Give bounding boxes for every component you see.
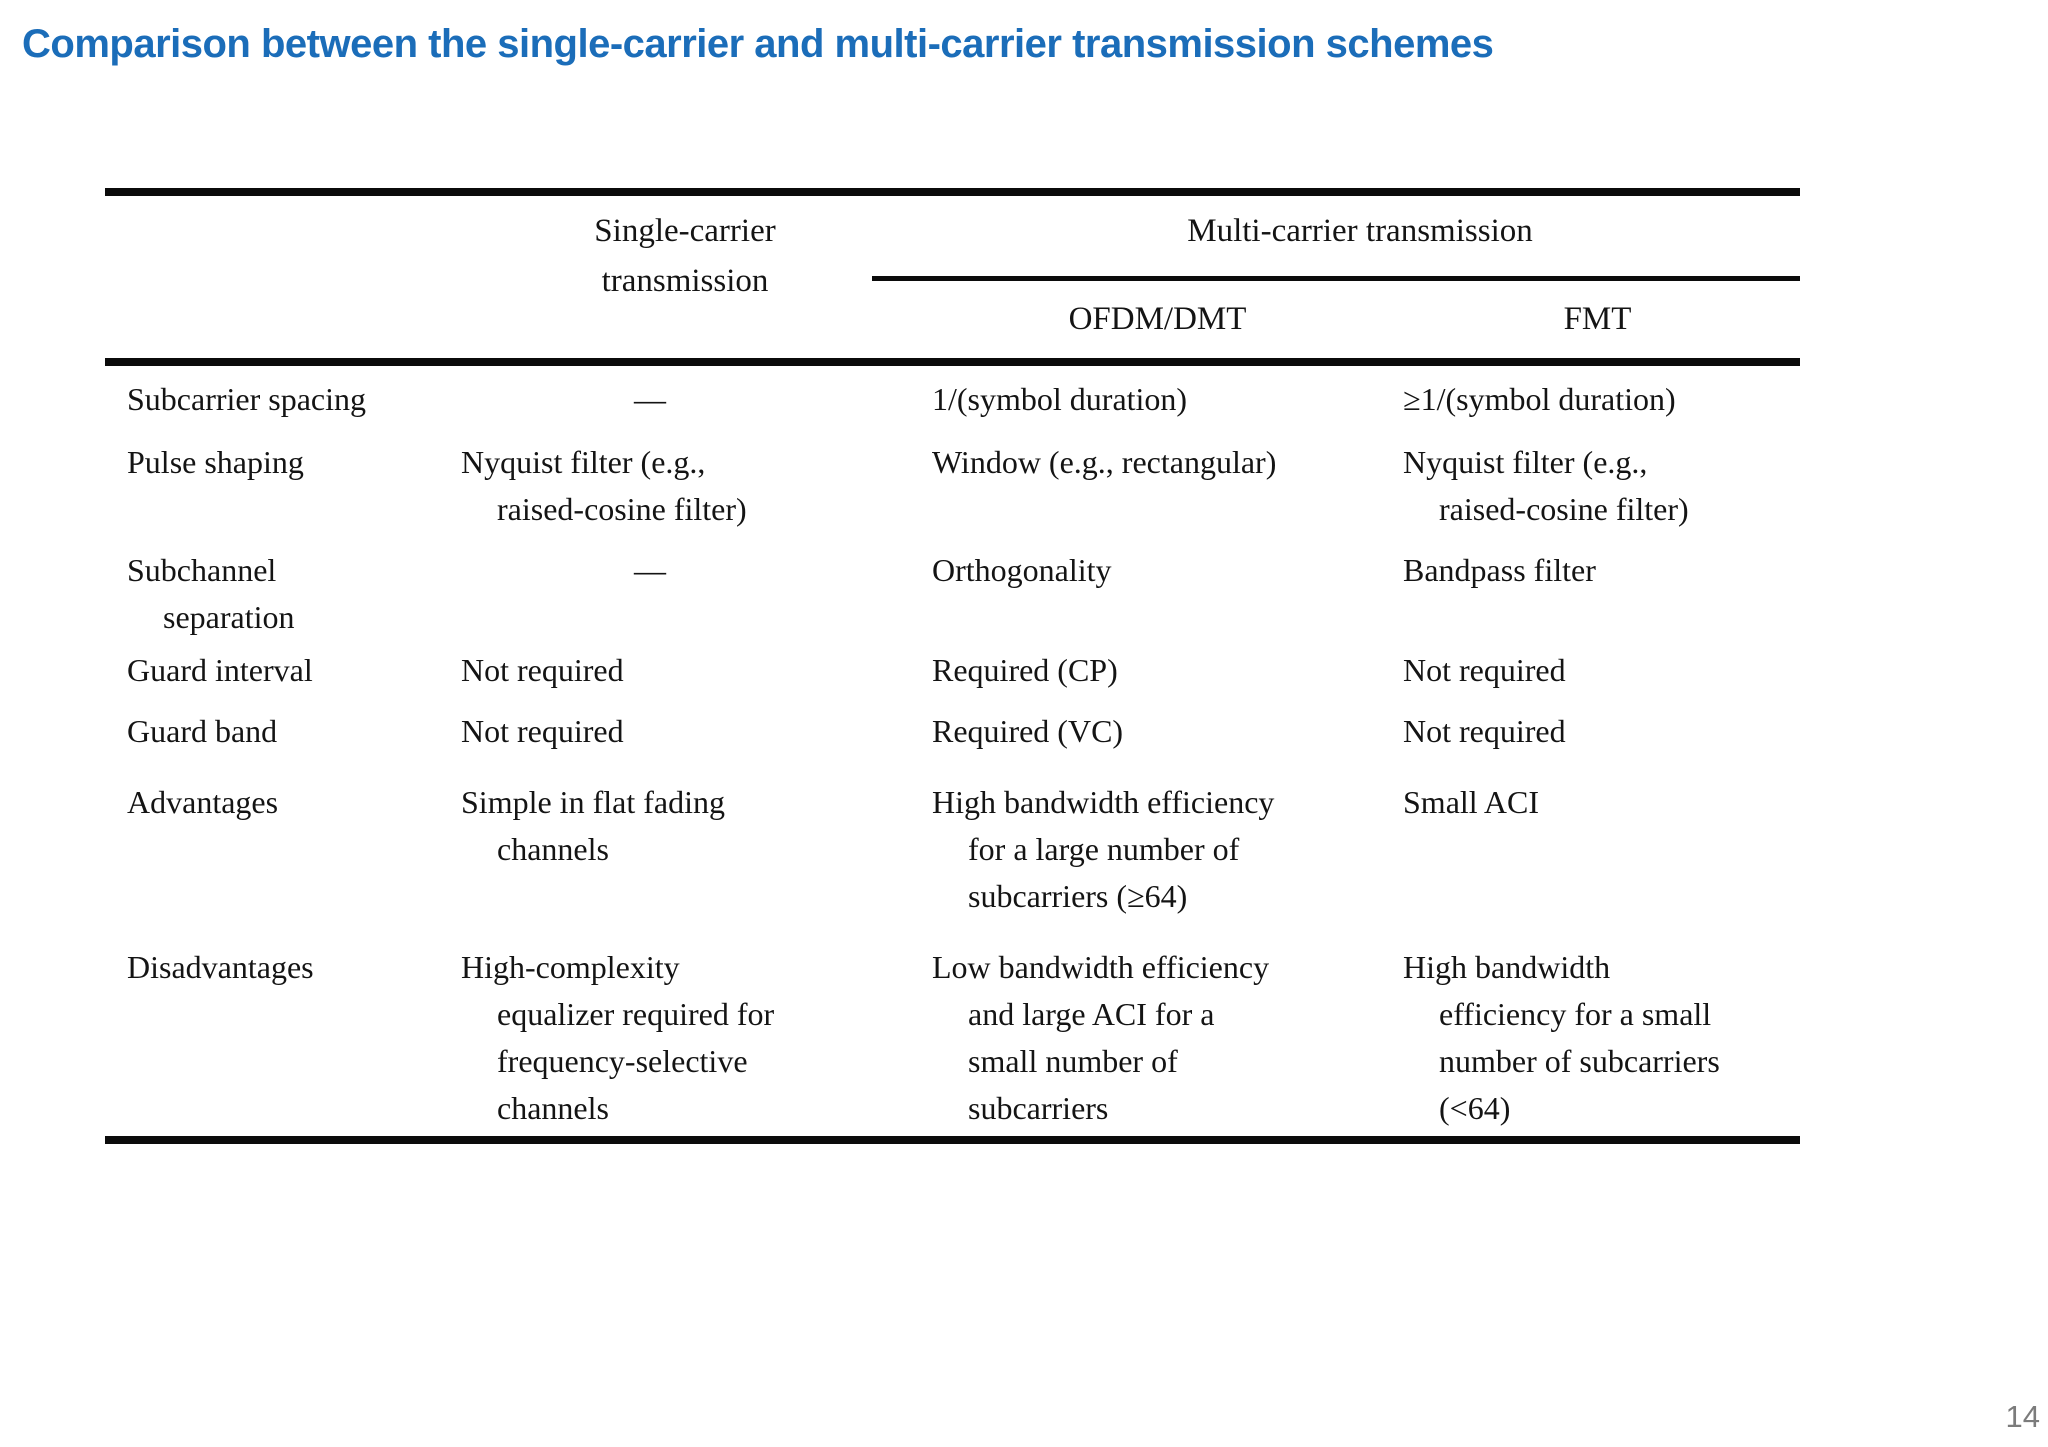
- cell-fmt: Nyquist filter (e.g., raised-cosine filt…: [1403, 444, 1689, 527]
- table-bottom-rule: [105, 1136, 1800, 1144]
- table-row-disadvantages: Disadvantages High-complexity equalizer …: [105, 944, 1800, 1132]
- table-header: Single-carrier transmission Multi-carrie…: [105, 196, 1800, 358]
- row-label: Subcarrier spacing: [127, 381, 367, 417]
- table-row-pulse-shaping: Pulse shaping Nyquist filter (e.g., rais…: [105, 439, 1800, 533]
- cell-single-carrier: —: [634, 381, 666, 417]
- table-row-subcarrier-spacing: Subcarrier spacing — 1/(symbol duration)…: [105, 376, 1800, 423]
- cell-ofdm-dmt: Low bandwidth efficiency and large ACI f…: [932, 949, 1270, 1126]
- table-row-subchannel-separation: Subchannel separation — Orthogonality Ba…: [105, 547, 1800, 641]
- cell-single-carrier: High-complexity equalizer required for f…: [461, 949, 775, 1126]
- table-body: Subcarrier spacing — 1/(symbol duration)…: [105, 366, 1800, 1132]
- row-label: Disadvantages: [127, 949, 314, 985]
- cell-fmt: ≥1/(symbol duration): [1403, 381, 1676, 417]
- cell-single-carrier: Not required: [461, 713, 624, 749]
- slide-title: Comparison between the single-carrier an…: [22, 22, 1494, 66]
- cell-ofdm-dmt: Required (VC): [932, 713, 1124, 749]
- cell-fmt: Not required: [1403, 652, 1566, 688]
- header-ofdm-dmt: OFDM/DMT: [1068, 301, 1247, 337]
- cell-ofdm-dmt: Required (CP): [932, 652, 1118, 688]
- table-row-guard-band: Guard band Not required Required (VC) No…: [105, 708, 1800, 755]
- table-row-advantages: Advantages Simple in flat fading channel…: [105, 779, 1800, 920]
- table-row-guard-interval: Guard interval Not required Required (CP…: [105, 647, 1800, 694]
- row-label: Subchannel separation: [127, 552, 295, 635]
- row-label: Guard interval: [127, 652, 313, 688]
- cell-ofdm-dmt: 1/(symbol duration): [932, 381, 1188, 417]
- page-number: 14: [2005, 1399, 2040, 1434]
- cell-fmt: Not required: [1403, 713, 1566, 749]
- header-multi-carrier-group: Multi-carrier transmission: [1187, 213, 1533, 249]
- cell-fmt: Small ACI: [1403, 784, 1540, 820]
- cell-fmt: High bandwidth efficiency for a small nu…: [1403, 949, 1720, 1126]
- header-bottom-rule: [105, 358, 1800, 366]
- comparison-table: Single-carrier transmission Multi-carrie…: [105, 188, 1800, 1144]
- header-fmt: FMT: [1563, 301, 1632, 337]
- cell-single-carrier: —: [634, 552, 666, 588]
- row-label: Advantages: [127, 784, 279, 820]
- cell-single-carrier: Not required: [461, 652, 624, 688]
- cell-single-carrier: Simple in flat fading channels: [461, 784, 725, 867]
- row-label: Pulse shaping: [127, 444, 304, 480]
- cell-ofdm-dmt: High bandwidth efficiency for a large nu…: [932, 784, 1275, 914]
- table-top-rule: [105, 188, 1800, 196]
- cell-fmt: Bandpass filter: [1403, 552, 1596, 588]
- cell-ofdm-dmt: Window (e.g., rectangular): [932, 444, 1277, 480]
- multi-carrier-underline-rule: [872, 276, 1800, 281]
- cell-ofdm-dmt: Orthogonality: [932, 552, 1112, 588]
- row-label: Guard band: [127, 713, 278, 749]
- header-single-carrier: Single-carrier transmission: [594, 213, 776, 299]
- cell-single-carrier: Nyquist filter (e.g., raised-cosine filt…: [461, 444, 747, 527]
